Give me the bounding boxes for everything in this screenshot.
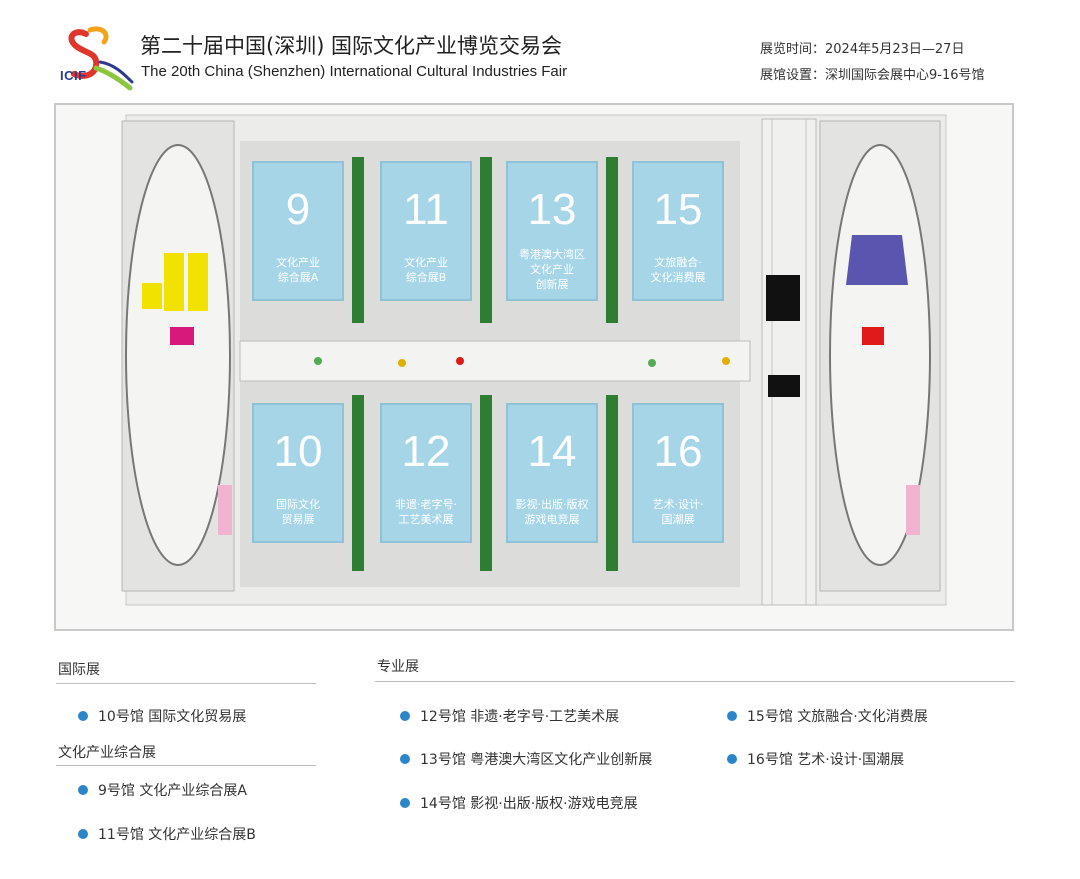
- legend-item-hall-14[interactable]: 14号馆 影视·出版·版权·游戏电竞展: [420, 796, 638, 812]
- legend-comprehensive-title: 文化产业综合展: [58, 745, 156, 761]
- hall-11[interactable]: 11 文化产业综合展B: [380, 161, 472, 301]
- bullet-dot: [400, 754, 410, 764]
- page-title-en: The 20th China (Shenzhen) International …: [141, 63, 568, 80]
- hall-number: 13: [527, 185, 577, 234]
- hall-name: 文旅融合·文化消费展: [650, 256, 706, 284]
- hall-number: 12: [401, 427, 451, 476]
- hall-12[interactable]: 12 非遗·老字号·工艺美术展: [380, 403, 472, 543]
- hall-number: 9: [285, 185, 311, 234]
- legend-item-hall-11[interactable]: 11号馆 文化产业综合展B: [98, 827, 256, 843]
- icif-logo-mark: [68, 26, 134, 91]
- hall-name: 粤港澳大湾区文化产业创新展: [519, 248, 585, 291]
- legend-item-hall-13[interactable]: 13号馆 粤港澳大湾区文化产业创新展: [420, 752, 653, 768]
- exhibition-time: 展览时间：2024年5月23日—27日: [760, 42, 965, 57]
- hall-name: 国际文化贸易展: [276, 498, 320, 526]
- legend-item-hall-10[interactable]: 10号馆 国际文化贸易展: [98, 709, 247, 725]
- legend-professional-title: 专业展: [377, 659, 419, 675]
- bullet-dot: [78, 711, 88, 721]
- hall-name: 文化产业综合展B: [404, 256, 448, 284]
- legend-item-hall-15[interactable]: 15号馆 文旅融合·文化消费展: [747, 709, 928, 725]
- legend-international-title: 国际展: [58, 662, 100, 678]
- hall-name: 非遗·老字号·工艺美术展: [395, 498, 457, 526]
- hall-number: 14: [527, 427, 577, 476]
- venue-setting: 展馆设置：深圳国际会展中心9-16号馆: [760, 68, 985, 83]
- legend-item-hall-12[interactable]: 12号馆 非遗·老字号·工艺美术展: [420, 709, 620, 725]
- hall-name: 影视·出版·版权游戏电竞展: [515, 498, 589, 526]
- logo-text: ICIF: [60, 68, 87, 83]
- hall-number: 11: [403, 185, 449, 234]
- divider: [56, 683, 316, 684]
- bullet-dot: [400, 711, 410, 721]
- venue-map: 9 文化产业综合展A 11 文化产业综合展B 13 粤港澳大湾区文化产业创新展 …: [54, 103, 1014, 631]
- hall-16[interactable]: 16 艺术·设计·国潮展: [632, 403, 724, 543]
- bullet-dot: [78, 785, 88, 795]
- hall-13[interactable]: 13 粤港澳大湾区文化产业创新展: [506, 161, 598, 301]
- legend-item-hall-9[interactable]: 9号馆 文化产业综合展A: [98, 783, 247, 799]
- hall-9[interactable]: 9 文化产业综合展A: [252, 161, 344, 301]
- hall-14[interactable]: 14 影视·出版·版权游戏电竞展: [506, 403, 598, 543]
- hall-15[interactable]: 15 文旅融合·文化消费展: [632, 161, 724, 301]
- bullet-dot: [400, 798, 410, 808]
- hall-number: 10: [273, 427, 323, 476]
- page-title-cn: 第二十届中国(深圳) 国际文化产业博览交易会: [140, 34, 563, 58]
- hall-number: 15: [653, 185, 703, 234]
- hall-10[interactable]: 10 国际文化贸易展: [252, 403, 344, 543]
- bullet-dot: [727, 754, 737, 764]
- bullet-dot: [78, 829, 88, 839]
- hall-name: 艺术·设计·国潮展: [652, 498, 704, 526]
- hall-name: 文化产业综合展A: [276, 256, 320, 284]
- south-lobby-west-oval: [125, 144, 231, 566]
- legend-item-hall-16[interactable]: 16号馆 艺术·设计·国潮展: [747, 752, 905, 768]
- divider: [56, 765, 316, 766]
- bullet-dot: [727, 711, 737, 721]
- divider: [375, 681, 1015, 682]
- hall-number: 16: [653, 427, 703, 476]
